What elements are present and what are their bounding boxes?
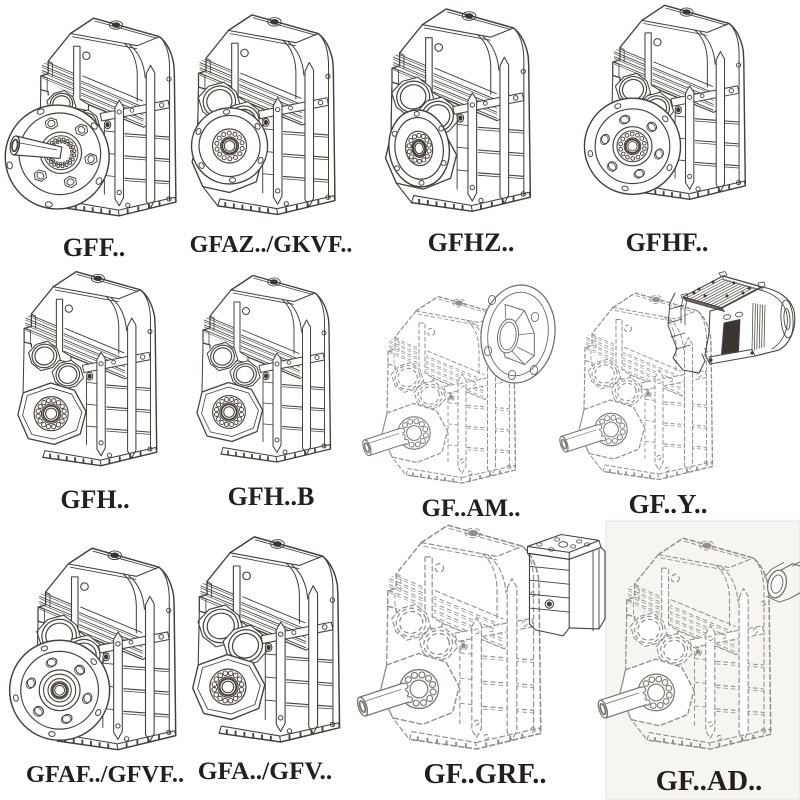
svg-text:GF..Y..: GF..Y.. [628, 489, 707, 519]
svg-text:GF..AD..: GF..AD.. [656, 766, 763, 797]
svg-text:GFH..B: GFH..B [228, 482, 315, 511]
svg-text:GFAF../GFVF..: GFAF../GFVF.. [26, 761, 184, 788]
svg-text:GFA../GFV..: GFA../GFV.. [198, 757, 332, 785]
svg-text:GFHZ..: GFHZ.. [428, 228, 515, 257]
svg-text:GF..GRF..: GF..GRF.. [423, 759, 546, 790]
svg-text:GFAZ../GKVF..: GFAZ../GKVF.. [190, 232, 353, 258]
svg-text:GFHF..: GFHF.. [626, 228, 709, 257]
svg-text:GF..AM..: GF..AM.. [421, 495, 520, 522]
svg-text:GFH..: GFH.. [60, 485, 129, 514]
svg-text:GFF..: GFF.. [63, 233, 126, 262]
